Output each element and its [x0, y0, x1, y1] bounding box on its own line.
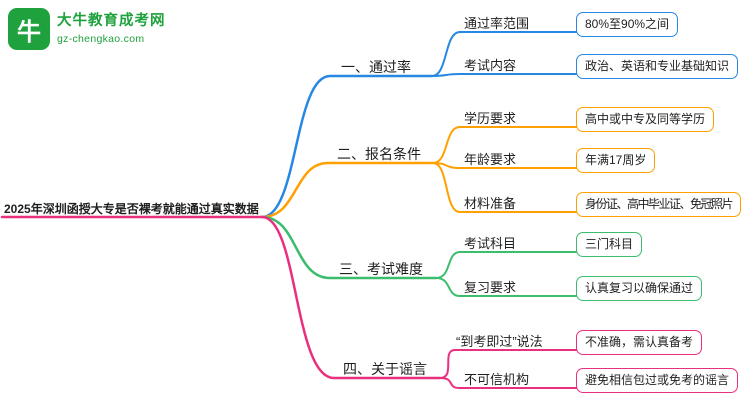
leaf-value-untrusted-orgs: 避免相信包过或免考的谣言: [576, 368, 739, 393]
logo-text: 大牛教育成考网 gz-chengkao.com: [57, 12, 166, 45]
connector-leaf-9: [439, 377, 581, 389]
leaf-label-untrusted-orgs: 不可信机构: [464, 372, 530, 387]
connector-leaf-2: [431, 73, 581, 77]
connector-branch-2: [260, 161, 435, 219]
leaf-label-show-up-claim: “到考即过”说法: [456, 334, 543, 349]
connector-leaf-3: [432, 126, 581, 164]
site-logo: 牛 大牛教育成考网 gz-chengkao.com: [8, 8, 166, 50]
leaf-label-pass-rate-range: 通过率范围: [464, 16, 530, 31]
branch-label-pass-rate: 一、通过率: [341, 59, 411, 75]
connector-leaf-1: [431, 31, 581, 77]
leaf-label-age-req: 年龄要求: [464, 152, 517, 167]
leaf-value-materials: 身份证、高中毕业证、免冠照片: [576, 192, 742, 217]
leaf-value-exam-subjects: 三门科目: [576, 232, 643, 257]
branch-label-difficulty: 三、考试难度: [339, 261, 423, 277]
branch-label-rumors: 四、关于谣言: [343, 361, 427, 377]
connector-leaf-7: [435, 277, 581, 297]
site-name: 大牛教育成考网: [57, 13, 166, 30]
site-domain: gz-chengkao.com: [57, 32, 145, 45]
connector-branch-1: [260, 74, 434, 219]
connector-branch-3: [260, 215, 438, 280]
leaf-label-exam-content: 考试内容: [464, 58, 517, 73]
connector-leaf-5: [432, 162, 581, 213]
leaf-label-review-req: 复习要求: [464, 280, 517, 295]
connector-leaf-6: [435, 251, 581, 279]
leaf-value-exam-content: 政治、英语和专业基础知识: [576, 54, 739, 79]
leaf-value-show-up-claim: 不准确，需认真备考: [576, 330, 703, 355]
leaf-value-education-req: 高中或中专及同等学历: [576, 107, 715, 132]
connector-leaf-8: [439, 349, 581, 379]
branch-label-requirements: 二、报名条件: [337, 146, 421, 162]
connector-leaf-4: [432, 162, 581, 169]
bull-icon: 牛: [8, 8, 50, 50]
leaf-label-materials: 材料准备: [464, 196, 517, 211]
leaf-value-review-req: 认真复习以确保通过: [576, 276, 703, 301]
leaf-label-education-req: 学历要求: [464, 111, 517, 126]
central-topic: 2025年深圳函授大专是否裸考就能通过真实数据: [4, 202, 259, 216]
leaf-value-age-req: 年满17周岁: [576, 148, 656, 173]
leaf-label-exam-subjects: 考试科目: [464, 236, 517, 251]
leaf-value-pass-rate-range: 80%至90%之间: [576, 12, 679, 37]
connector-branch-4: [260, 215, 442, 380]
